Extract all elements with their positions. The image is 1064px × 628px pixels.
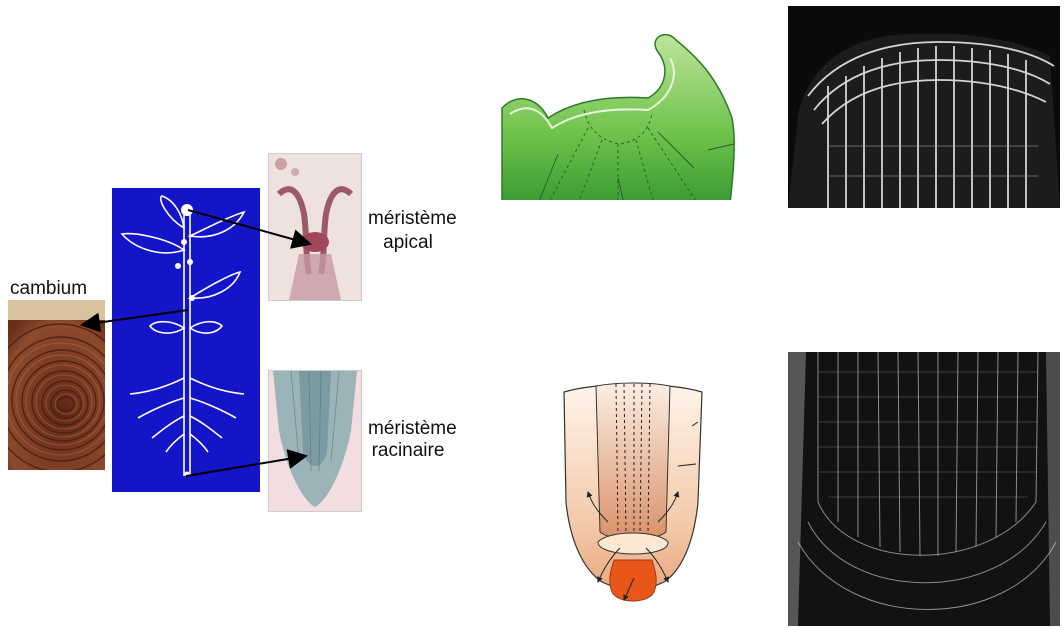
root-apex-schematic <box>558 382 708 608</box>
root-apex-confocal-image <box>788 352 1060 626</box>
apical-arrow <box>188 210 310 244</box>
root-arrow <box>186 456 306 476</box>
shoot-apex-confocal-image <box>788 6 1060 208</box>
pointer-arrows <box>0 0 470 628</box>
cambium-arrow <box>82 310 188 325</box>
shoot-apex-schematic <box>498 28 748 204</box>
